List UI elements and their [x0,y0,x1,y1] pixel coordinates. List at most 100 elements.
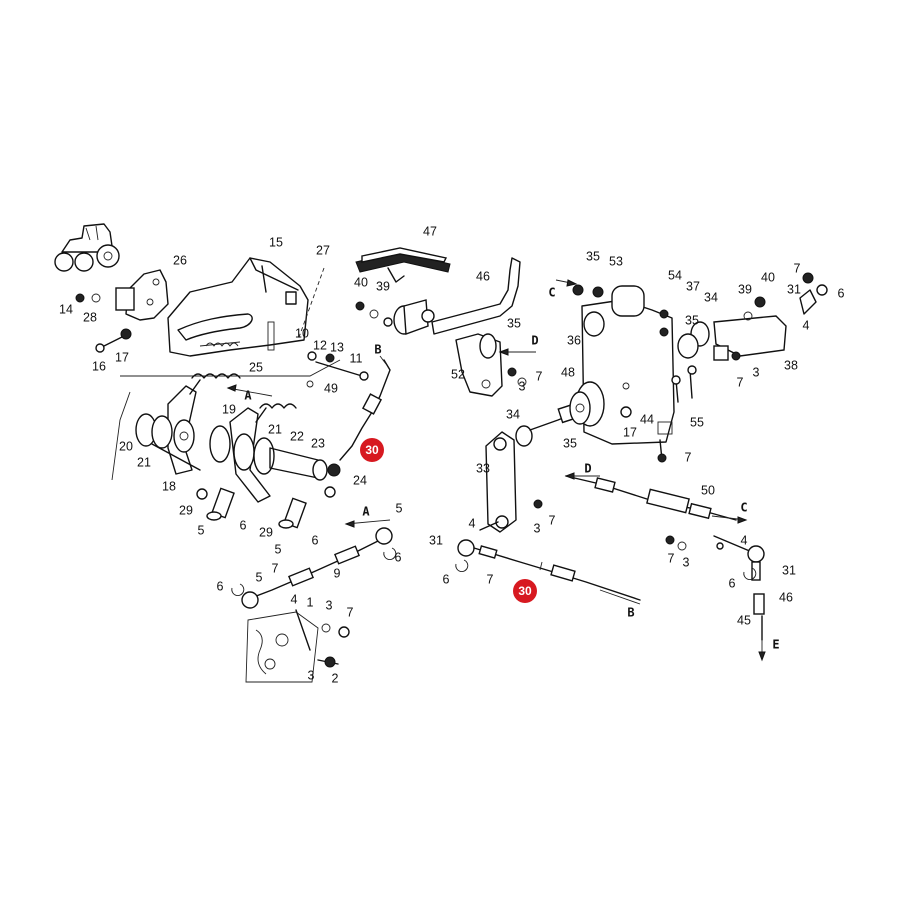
callout-label: A [244,389,252,403]
callout-label: 27 [316,243,330,257]
bracket-plate-15 [167,257,309,357]
callout-label: 19 [222,402,236,416]
highlight-badge-30-upper[interactable]: 30 [360,438,384,462]
callout-label: 6 [312,533,319,547]
callout-label: 23 [311,436,325,450]
callout-label: 4 [291,592,298,606]
arm-38 [677,296,787,361]
callout-label: A [362,505,370,519]
callout-label: 7 [487,572,494,586]
callout-label: 20 [119,439,133,453]
arrow-C-top [555,279,578,287]
badge-label: 30 [518,584,532,598]
callout-label: 3 [308,668,315,682]
callout-label: 34 [506,407,520,421]
callout-label: 33 [476,461,490,475]
cable-ends-29 [196,486,336,529]
callout-label: 16 [92,359,106,373]
pedal-arm-46 [355,257,521,335]
letter-e: E [772,638,779,652]
callout-label: 45 [737,613,751,627]
mounting-plate-36 [581,285,675,463]
callout-label: 39 [738,282,752,296]
callout-label: 3 [753,365,760,379]
callout-label: 7 [685,450,692,464]
tractor-icon [54,223,120,272]
callout-label: 55 [690,415,704,429]
callout-label: 10 [295,326,309,340]
callout-label: 2 [332,671,339,685]
callout-label: 24 [353,473,367,487]
callout-label: 35 [563,436,577,450]
callout-label: 3 [683,555,690,569]
callout-label: 5 [256,570,263,584]
part-callouts: 47 26 15 27 46 35 53 54 37 40 7 31 6 14 … [59,224,844,685]
hanger-part-26 [115,269,169,321]
arrow-D-top [498,348,536,356]
callout-label: D [531,334,538,348]
callout-label: 18 [162,479,176,493]
callout-label: 6 [838,286,845,300]
cable-50 [565,475,765,641]
badge-label: 30 [365,443,379,457]
pedal-pad-47 [355,247,451,283]
letter-b-top: B [374,343,381,357]
callout-label: 11 [350,351,363,365]
callout-label: 4 [741,533,748,547]
cable-30-upper [339,355,391,461]
arrow-A-bottom [344,519,391,528]
callout-label: 4 [469,516,476,530]
arrow-B-bottom [599,589,641,605]
callout-label: 26 [173,253,187,267]
link-31-right [799,272,828,315]
callout-label: 7 [668,551,675,565]
callout-label: 7 [737,375,744,389]
bolt-11 [306,351,369,388]
plate-fasteners [572,284,697,418]
callout-label: 6 [443,572,450,586]
callout-label: 46 [779,590,793,604]
callout-label: 7 [347,605,354,619]
callout-label: 14 [59,302,73,316]
callout-label: 50 [701,483,715,497]
callout-label: 37 [686,279,700,293]
callout-label: 29 [179,503,193,517]
callout-label: 3 [534,521,541,535]
drum-48 [569,381,605,427]
callout-label: D [584,462,591,476]
pulley-set-20 [135,413,201,471]
callout-label: 35 [586,249,600,263]
shaft-22-23 [209,425,341,481]
arrow-C-bottom [711,515,748,524]
dashed-link-27 [297,267,325,341]
callout-label: 6 [217,579,224,593]
callout-label: 31 [429,533,443,547]
arrow-E [758,640,766,662]
letter-c-bottom: C [740,501,747,515]
spring-19 [189,373,241,395]
callout-label: 34 [704,290,718,304]
letter-b-bottom: B [627,606,634,620]
callout-label: 40 [354,275,368,289]
callout-label: 9 [334,566,341,580]
callout-label: 17 [115,350,129,364]
callout-label: 52 [451,367,465,381]
gearbox-casing-lower [245,609,350,683]
callout-label: 7 [272,561,279,575]
callout-label: 21 [268,422,282,436]
callout-label: 25 [249,360,263,374]
lever-33 [479,431,543,533]
spring-21 [255,403,297,423]
callout-label: 6 [395,550,402,564]
callout-label: 13 [330,340,344,354]
callout-label: 4 [803,318,810,332]
highlight-badge-30-lower[interactable]: 30 [513,579,537,603]
callout-label: 7 [536,369,543,383]
callout-label: 35 [507,316,521,330]
callout-label: 47 [423,224,437,238]
callout-label: 1 [307,595,314,609]
callout-label: 35 [685,313,699,327]
arrow-A-top [226,384,273,397]
callout-label: 28 [83,310,97,324]
callout-label: 49 [324,381,338,395]
